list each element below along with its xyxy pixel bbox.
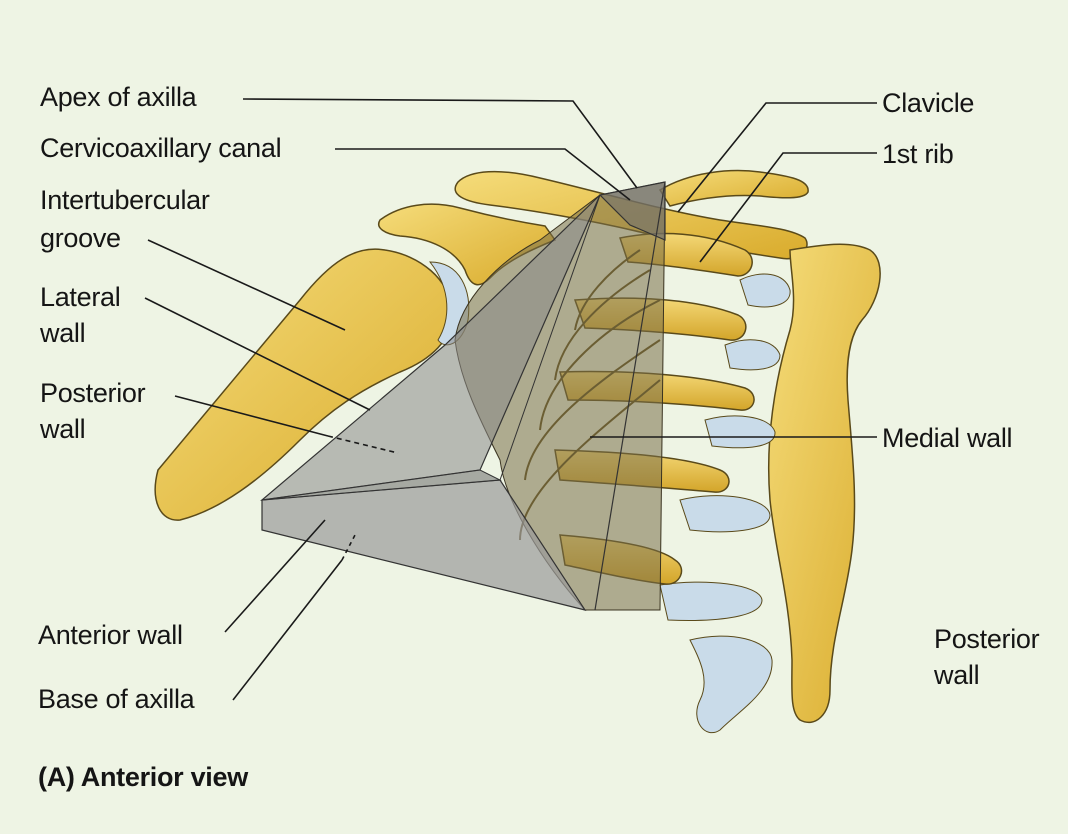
- leader-apex: [242, 98, 638, 189]
- label-first-rib: 1st rib: [882, 139, 954, 169]
- leader-anterior-wall: [224, 519, 326, 633]
- costal-cartilages: [659, 273, 791, 734]
- label-posterior-wall-right-line1: Posterior: [934, 624, 1040, 654]
- leader-posterior-left-dash: [327, 435, 399, 454]
- label-clavicle: Clavicle: [882, 88, 975, 118]
- figure-caption: (A) Anterior view: [38, 762, 248, 792]
- label-lateral-wall-line2: wall: [40, 318, 86, 348]
- base-shape: [261, 469, 502, 501]
- label-posterior-wall-left-line1: Posterior: [40, 378, 146, 408]
- leader-clavicle: [677, 102, 877, 213]
- apex-shape: [598, 181, 666, 241]
- leader-lateral-wall: [144, 297, 371, 411]
- leader-cervicoaxillary: [335, 148, 631, 201]
- label-base-of-axilla: Base of axilla: [38, 684, 195, 714]
- label-posterior-wall-right-line2: wall: [934, 660, 980, 690]
- leader-lines: [144, 98, 877, 701]
- label-medial-wall: Medial wall: [882, 423, 1013, 453]
- label-cervicoaxillary-canal: Cervicoaxillary canal: [40, 133, 282, 163]
- axilla-pyramid: [260, 181, 666, 611]
- label-intertubercular-line1: Intertubercular: [40, 185, 210, 215]
- leader-first-rib: [699, 152, 877, 263]
- sternum-bone: [767, 243, 881, 723]
- clavicle-upper-bone: [658, 169, 809, 207]
- medial-wall-edge: [594, 181, 666, 611]
- label-lateral-wall-line1: Lateral: [40, 282, 121, 312]
- leader-intertubercular: [147, 239, 346, 331]
- label-intertubercular-line2: groove: [40, 223, 121, 253]
- label-posterior-wall-left-line2: wall: [40, 414, 86, 444]
- leader-posterior-left: [174, 395, 329, 437]
- pyramid-edge: [499, 194, 601, 481]
- leader-base: [232, 559, 343, 701]
- label-anterior-wall: Anterior wall: [38, 620, 183, 650]
- label-apex-of-axilla: Apex of axilla: [40, 82, 197, 112]
